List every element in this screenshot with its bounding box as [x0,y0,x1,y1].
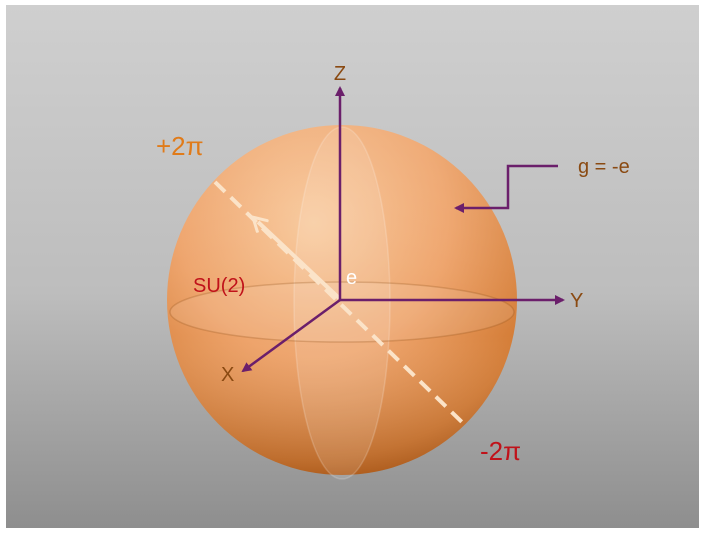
z-axis-label: Z [334,63,346,85]
plus-two-pi-label: +2π [156,131,204,161]
identity-label: e [346,267,357,289]
pointer-label: g = -e [578,156,630,178]
y-axis-label: Y [570,290,583,312]
x-axis-label: X [221,364,234,386]
minus-two-pi-label: -2π [480,436,521,466]
su2-label: SU(2) [193,275,245,297]
